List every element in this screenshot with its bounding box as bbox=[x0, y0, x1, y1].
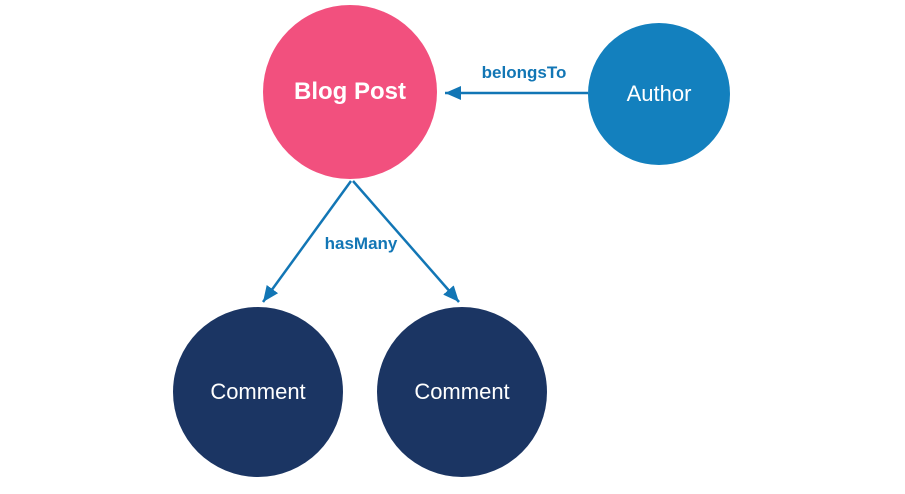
node-blog-post-label: Blog Post bbox=[294, 78, 406, 105]
node-comment-2: Comment bbox=[377, 307, 547, 477]
node-comment-1: Comment bbox=[173, 307, 343, 477]
edge-has-many-right-arrow bbox=[352, 180, 460, 303]
node-blog-post: Blog Post bbox=[263, 5, 437, 179]
node-author-label: Author bbox=[626, 81, 692, 106]
node-author: Author bbox=[588, 23, 730, 165]
edge-label-belongs-to: belongsTo bbox=[481, 63, 567, 82]
node-comment-2-label: Comment bbox=[414, 379, 510, 404]
edge-label-has-many: hasMany bbox=[324, 234, 398, 253]
edge-has-many-left-arrow bbox=[261, 180, 353, 303]
node-comment-1-label: Comment bbox=[210, 379, 306, 404]
